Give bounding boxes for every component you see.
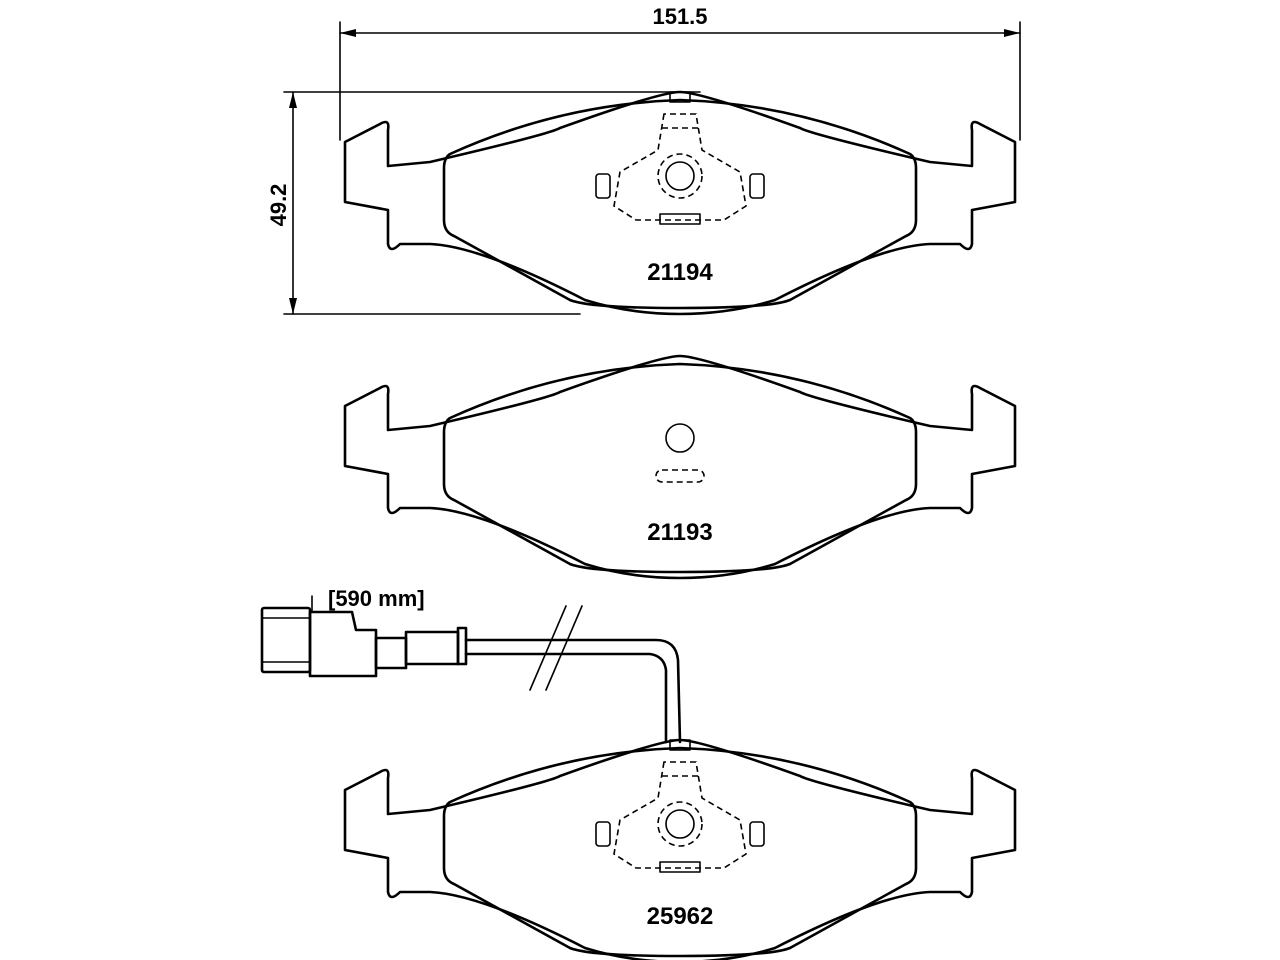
height-dimension: 49.2 [266, 91, 701, 315]
width-dimension: 151.5 [339, 4, 1021, 141]
brake-pad-2: 21193 [343, 354, 1017, 580]
pad-2-center-hole [665, 423, 695, 453]
pad-3-part-number: 25962 [647, 903, 714, 930]
pad-1-part-number: 21194 [647, 259, 713, 286]
pad-2-part-number: 21193 [647, 519, 712, 546]
pad-2-slot [655, 469, 705, 483]
height-dimension-label: 49.2 [266, 184, 291, 227]
brake-pad-1: 21194 [343, 90, 1017, 316]
brake-pad-3: 25962 [343, 738, 1017, 960]
wear-sensor: [590 mm] [260, 586, 682, 744]
cable-length-label: [590 mm] [328, 586, 425, 611]
width-dimension-label: 151.5 [652, 4, 707, 29]
